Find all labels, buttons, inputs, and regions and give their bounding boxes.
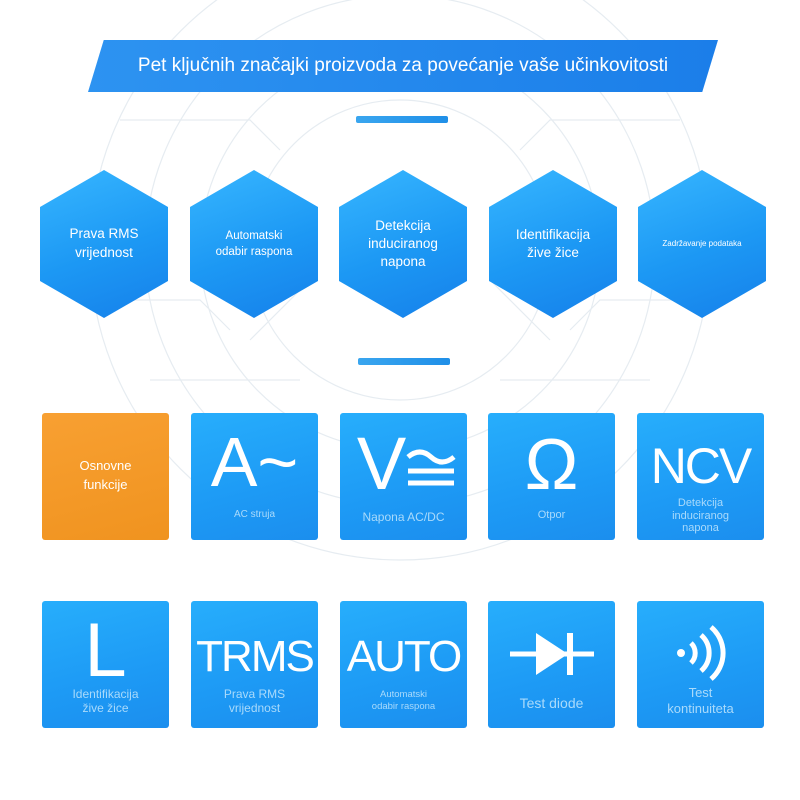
function-tile-ac-current: A~ AC struja [191,413,318,540]
feature-label-line: Detekcija [375,217,431,233]
function-tile-resistance: Ω Otpor [488,413,615,540]
feature-hex-auto-range: Automatski odabir raspona [190,170,318,318]
function-caption: Otpor [537,509,566,521]
feature-hex-trms: Prava RMS vrijednost [40,170,168,318]
function-caption-line: induciranog [672,509,729,522]
basic-functions-tile: Osnovne funkcije [42,413,169,540]
trms-symbol: TRMS [196,632,315,681]
voltage-symbol: V [356,422,407,505]
feature-label-line: Prava RMS [69,226,139,242]
auto-range-symbol: AUTO [346,632,462,681]
function-caption-line: Detekcija [677,497,724,509]
basic-functions-line: Osnovne [79,458,132,473]
ac-dc-wave-icon [406,449,456,486]
divider-top [356,116,448,123]
feature-label-line: Automatski [225,229,283,242]
function-tile-continuity: Test kontinuiteta [637,601,764,728]
feature-label-line: Zadržavanje podataka [662,238,742,248]
ac-current-symbol: A~ [210,423,299,501]
live-wire-symbol: L [84,608,127,693]
function-caption: AC struja [233,509,276,520]
continuity-icon [677,625,726,681]
feature-hex-ncv: Detekcija induciranog napona [339,170,467,318]
function-caption-line: odabir raspona [371,701,436,713]
function-tile-voltage: V Napona AC/DC [340,413,467,540]
feature-label-line: odabir raspona [215,246,293,258]
ohm-symbol: Ω [524,425,579,505]
function-caption-line: Automatski [380,689,427,700]
feature-label-line: žive žice [527,245,579,260]
function-caption-line: Identifikacija [72,687,139,701]
feature-label-line: vrijednost [75,245,133,260]
function-caption: Test diode [519,695,584,711]
basic-functions-line: funkcije [83,476,128,492]
function-tile-auto-range: AUTO Automatski odabir raspona [340,601,467,728]
feature-hex-data-hold: Zadržavanje podataka [638,170,766,318]
function-caption-line: vrijednost [228,701,281,716]
function-tile-diode: Test diode [488,601,615,728]
feature-hex-live-wire: Identifikacija žive žice [489,170,617,318]
feature-label-line: induciranog [368,235,438,251]
function-tile-trms: TRMS Prava RMS vrijednost [191,601,318,728]
feature-label-line: napona [380,254,426,270]
diode-icon [510,633,594,675]
function-tile-ncv: NCV Detekcija induciranog napona [637,413,764,540]
function-caption-line: kontinuiteta [667,701,734,717]
function-tile-live-wire: L Identifikacija žive žice [42,601,169,728]
feature-label-line: Identifikacija [515,226,591,242]
function-caption: Napona AC/DC [362,510,445,524]
ncv-symbol: NCV [650,438,753,494]
function-caption-line: Test [688,685,713,700]
function-caption-line: napona [682,522,719,535]
function-caption-line: žive žice [82,701,129,716]
headline-text: Pet ključnih značajki proizvoda za poveć… [137,55,669,76]
headline-banner: Pet ključnih značajki proizvoda za poveć… [88,40,718,92]
divider-middle [358,358,450,365]
function-caption-line: Prava RMS [223,687,286,701]
